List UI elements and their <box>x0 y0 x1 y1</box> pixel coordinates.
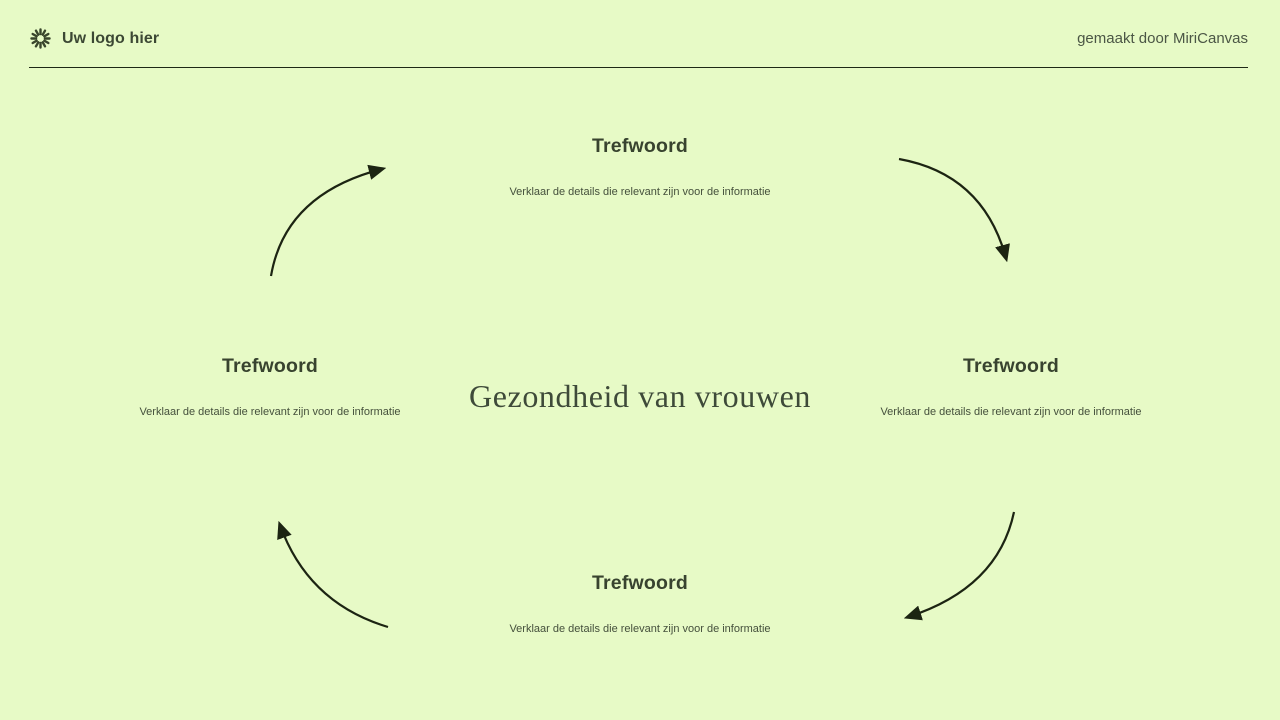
arrow-left-to-top <box>269 164 387 277</box>
keyword-block-left: Trefwoord Verklaar de details die releva… <box>60 353 480 419</box>
keyword-description: Verklaar de details die relevant zijn vo… <box>139 406 401 418</box>
keyword-description: Verklaar de details die relevant zijn vo… <box>509 623 771 635</box>
keyword-title: Trefwoord <box>591 135 689 157</box>
keyword-description: Verklaar de details die relevant zijn vo… <box>509 186 771 198</box>
credit-text: gemaakt door MiriCanvas <box>1077 30 1248 47</box>
arrow-top-to-right <box>898 157 1010 263</box>
keyword-block-bottom: Trefwoord Verklaar de details die releva… <box>430 570 850 636</box>
keyword-title: Trefwoord <box>221 355 319 377</box>
logo-text: Uw logo hier <box>62 29 160 47</box>
arrow-right-to-bottom <box>903 511 1016 621</box>
header: Uw logo hier gemaakt door MiriCanvas <box>0 0 1280 68</box>
diagram-title: Gezondheid van vrouwen <box>469 378 811 414</box>
keyword-title: Trefwoord <box>962 355 1060 377</box>
keyword-description: Verklaar de details die relevant zijn vo… <box>880 406 1142 418</box>
spinner-burst-icon <box>30 28 51 49</box>
header-divider <box>29 67 1248 68</box>
keyword-block-top: Trefwoord Verklaar de details die releva… <box>430 133 850 199</box>
keyword-block-right: Trefwoord Verklaar de details die releva… <box>801 353 1221 419</box>
arrow-bottom-to-left <box>277 520 389 629</box>
logo: Uw logo hier <box>30 28 159 49</box>
keyword-title: Trefwoord <box>591 572 689 594</box>
